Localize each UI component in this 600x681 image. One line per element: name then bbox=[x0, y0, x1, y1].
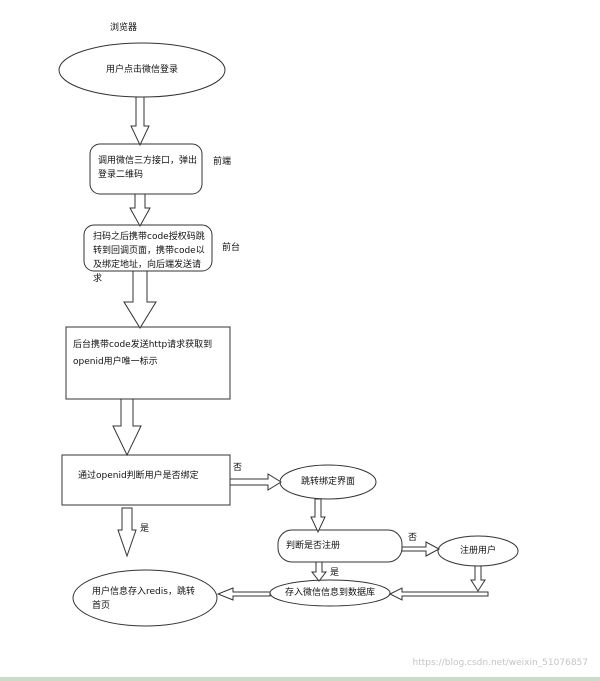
arrow-n4-to-n5 bbox=[112, 398, 142, 457]
node-save-wechat-info-label: 存入微信信息到数据库 bbox=[284, 588, 375, 598]
arrow-n8-down bbox=[470, 565, 486, 592]
node-store-redis-home-label: 用户信息存入redis，跳转首页 bbox=[92, 587, 195, 611]
node-check-binding-label: 通过openid判断用户是否绑定 bbox=[78, 471, 199, 481]
node-register-user-label: 注册用户 bbox=[459, 546, 496, 556]
node-jump-bind-page-label: 跳转绑定界面 bbox=[300, 477, 355, 487]
arrow-n9-to-n10 bbox=[216, 587, 271, 601]
arrow-n8-to-n9 bbox=[388, 587, 489, 601]
node-check-registered bbox=[277, 529, 403, 563]
arrow-n6-to-n7 bbox=[310, 498, 326, 534]
node-wechat-login-click-label: 用户点击微信登录 bbox=[105, 65, 178, 75]
node-call-wechat-api bbox=[89, 143, 203, 195]
arrow-no-n7-to-n8 bbox=[401, 541, 441, 557]
node-check-binding bbox=[61, 454, 231, 506]
node-store-redis-home bbox=[72, 569, 218, 627]
edge-label-no-binding: 否 bbox=[233, 463, 243, 473]
bottom-edge-bar bbox=[0, 677, 600, 681]
diagram-title: 浏览器 bbox=[110, 23, 138, 33]
arrow-n2-to-n3 bbox=[129, 193, 151, 228]
node-scan-code-callback-label: 扫码之后携带code授权码跳转到回调页面，携带code以及绑定地址，向后端发送请… bbox=[93, 232, 205, 284]
edge-label-yes-bound: 是 bbox=[140, 524, 150, 534]
node-backend-get-openid-label: 后台携带code发送http请求获取到openid用户唯一标示 bbox=[73, 340, 213, 367]
side-label-front-stage: 前台 bbox=[222, 243, 241, 253]
node-backend-get-openid bbox=[65, 326, 231, 400]
node-check-registered-label: 判断是否注册 bbox=[286, 541, 341, 551]
node-call-wechat-api-label: 调用微信三方接口，弹出登录二维码 bbox=[98, 156, 198, 180]
edge-label-yes-registered: 是 bbox=[330, 568, 340, 578]
arrow-n7-to-n9 bbox=[310, 561, 328, 582]
watermark-url: https://blog.csdn.net/weixin_51076857 bbox=[412, 658, 588, 668]
side-label-frontend: 前端 bbox=[213, 157, 232, 167]
arrow-no-n5-to-n6 bbox=[229, 473, 282, 491]
edge-label-no-registered: 否 bbox=[408, 533, 418, 543]
node-scan-code-callback bbox=[83, 224, 213, 272]
arrow-n3-to-n4 bbox=[123, 270, 157, 329]
arrow-n1-to-n2 bbox=[130, 96, 150, 147]
arrow-yes-n5-down bbox=[117, 507, 137, 558]
